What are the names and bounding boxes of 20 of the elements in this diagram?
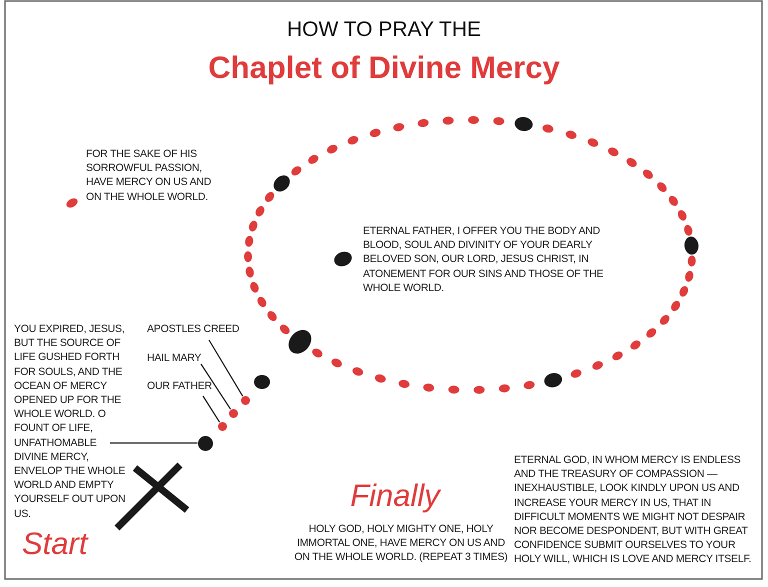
prayer-text: HOLY GOD, HOLY MIGHTY ONE, HOLY IMMORTAL ONE, HAVE MERCY ON US AND ON THE WHOLE WORLD. (REPEAT 3 TIMES) (293, 522, 509, 565)
title: Chaplet of Divine Mercy (207, 50, 561, 86)
bead (228, 408, 238, 418)
heading: Start (22, 526, 90, 562)
heading: HOW TO PRAY THE (286, 18, 482, 42)
bead (218, 422, 226, 430)
prayer-label: APOSTLES CREED (147, 322, 247, 336)
prayer-text: ETERNAL GOD, IN WHOM MERCY IS ENDLESS AND THE TREASURY OF COMPASSION — INEXHAUSTIBLE, LOOK KINDLY UPON US AND INCREASE YOUR MERCY IN US, THAT IN DIFFICULT MOMENTS WE MIGHT NOT DESPAIR NOR BECOME DESPONDENT, BUT WITH GREAT CONFIDENCE SUBMIT OURSELVES TO YOUR HOLY WILL, WHICH IS LOVE AND MERCY ITSELF. (514, 453, 752, 567)
legend-text: ETERNAL FATHER, I OFFER YOU THE BODY AND BLOOD, SOUL AND DIVINITY OF YOUR DEARLY BELOVED SON, OUR LORD, JESUS CHRIST, IN ATONEMENT FOR OUR SINS AND THOSE OF THE WHOLE WORLD. (363, 224, 604, 296)
prayer-label: OUR FATHER (147, 379, 227, 394)
prayer-text: YOU EXPIRED, JESUS, BUT THE SOURCE OF LIFE GUSHED FORTH FOR SOULS, AND THE OCEAN OF MERCY OPENED UP FOR THE WHOLE WORLD. O FOUNT OF LIFE, UNFATHOMABLE DIVINE MERCY, ENVELOP THE WHOLE WORLD AND EMPTY YOURSELF OUT UPON US. (14, 322, 132, 521)
heading: Finally (349, 478, 442, 514)
leader-line (208, 340, 244, 396)
leader-line (200, 364, 232, 410)
leader-line (110, 442, 198, 444)
prayer-label: HAIL MARY (147, 351, 217, 366)
bead (240, 396, 250, 404)
leader-line (202, 396, 220, 423)
bead (198, 436, 212, 450)
legend-text: FOR THE SAKE OF HIS SORROWFUL PASSION, HAVE MERCY ON US AND ON THE WHOLE WORLD. (86, 147, 212, 204)
